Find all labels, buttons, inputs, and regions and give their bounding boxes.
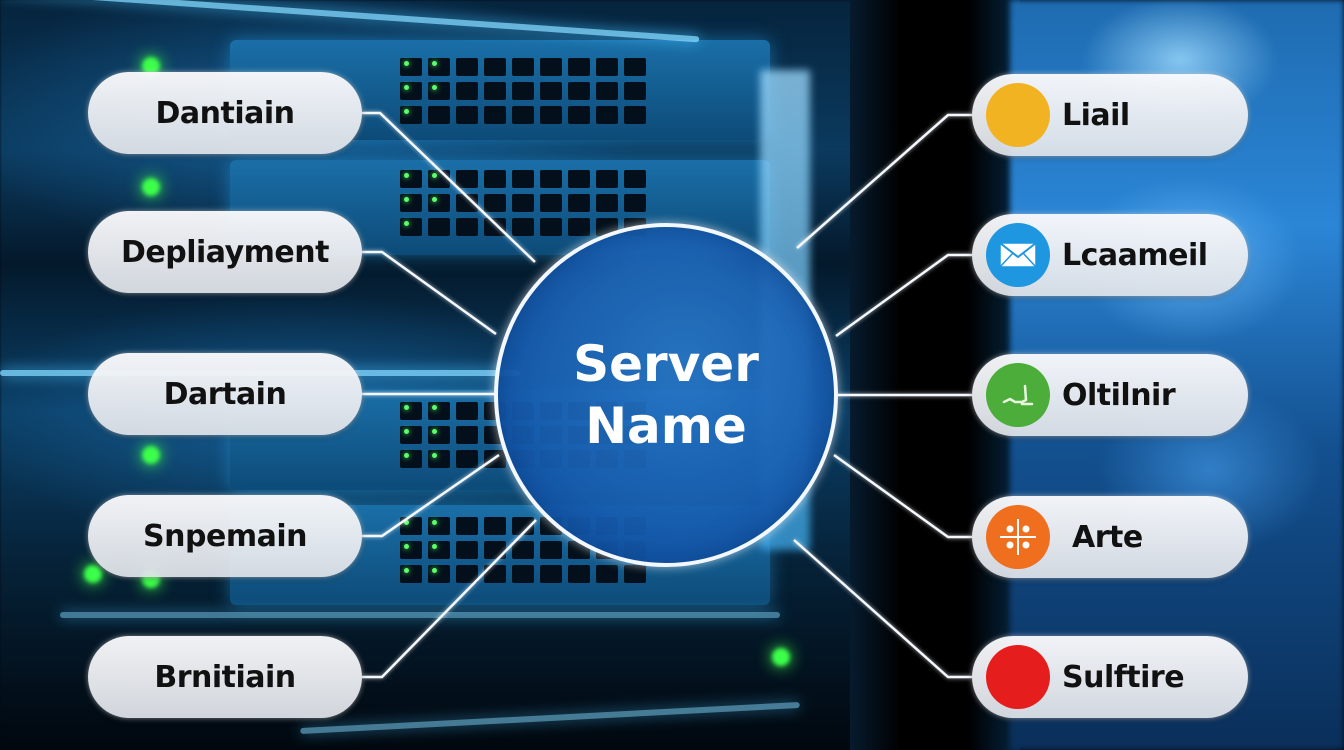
node-right-1[interactable]: Liail [972,74,1248,156]
node-right-5[interactable]: Sulftire [972,636,1248,718]
envelope-icon [986,223,1050,287]
status-led [772,648,790,666]
node-left-3[interactable]: Dartain [88,353,362,435]
node-label: Dantiain [155,95,295,131]
status-led [142,178,160,196]
node-left-4[interactable]: Snpemain [88,495,362,577]
node-label: Sulftire [1062,659,1185,695]
circle-icon [986,645,1050,709]
node-label: Liail [1062,97,1130,133]
node-label: Depliayment [121,234,329,270]
node-left-5[interactable]: Brnitiain [88,636,362,718]
port-grid [400,170,646,236]
status-led [142,446,160,464]
light-streak [60,612,780,618]
node-right-2[interactable]: Lcaameil [972,214,1248,296]
crosshair-icon [986,505,1050,569]
chart-line-icon [986,363,1050,427]
node-label: Brnitiain [154,659,296,695]
node-label: Dartain [163,376,287,412]
status-led [84,565,102,583]
port-grid [400,58,646,124]
node-left-1[interactable]: Dantiain [88,72,362,154]
node-label: Lcaameil [1062,237,1208,273]
node-right-4[interactable]: Arte [972,496,1248,578]
hub-title-line1: Server [573,335,759,393]
node-left-2[interactable]: Depliayment [88,211,362,293]
circle-icon [986,83,1050,147]
server-name-hub[interactable]: Server Name [494,223,838,567]
node-label: Snpemain [143,518,307,554]
hub-title-line2: Name [585,397,747,455]
node-label: Oltilnir [1062,377,1176,413]
node-right-3[interactable]: Oltilnir [972,354,1248,436]
status-led [142,57,160,75]
node-label: Arte [1072,519,1143,555]
